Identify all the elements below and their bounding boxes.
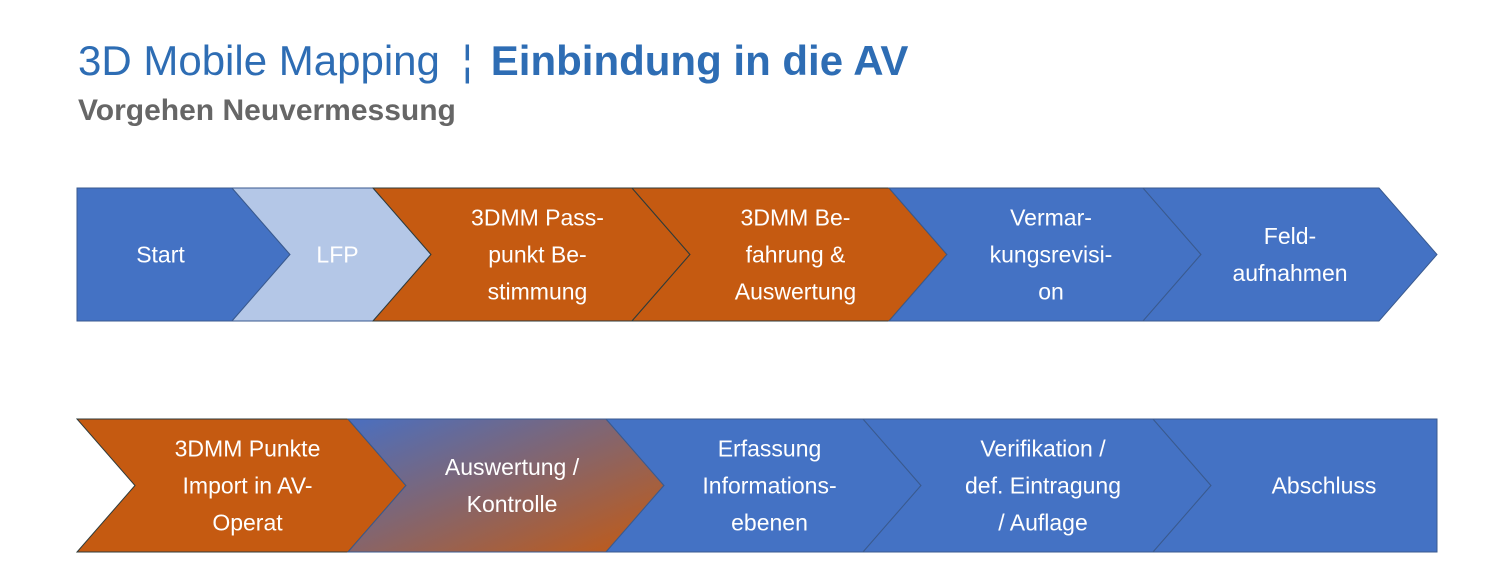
process-step-label: Verifikation / def. Eintragung / Auflage <box>965 436 1121 536</box>
page-title: 3D Mobile Mapping ¦ Einbindung in die AV <box>78 34 908 88</box>
process-step-label-line: Vermar- <box>1010 205 1092 231</box>
process-step-label-line: Import in AV- <box>183 473 313 499</box>
process-step-label-line: Auswertung <box>735 279 856 305</box>
process-step-label-line: Erfassung <box>718 436 822 462</box>
process-step-label: Vermar-kungsrevisi-on <box>990 205 1113 305</box>
title-separator: ¦ <box>461 37 473 84</box>
process-step-label-line: LFP <box>316 242 358 268</box>
process-step-label: Feld-aufnahmen <box>1232 223 1347 286</box>
process-step-shape <box>1151 418 1438 553</box>
process-step-label-line: kungsrevisi- <box>990 242 1113 268</box>
process-step-label-line: 3DMM Pass- <box>471 205 604 231</box>
process-step-label-line: Verifikation / <box>980 436 1106 462</box>
process-step-label: 3DMM Be-fahrung & Auswertung <box>735 205 856 305</box>
title-main: 3D Mobile Mapping <box>78 37 440 84</box>
process-step-label: Abschluss <box>1272 473 1377 499</box>
process-step-label-line: Operat <box>212 510 283 536</box>
process-step-label-line: ebenen <box>731 510 808 536</box>
page-subtitle: Vorgehen Neuvermessung <box>78 94 456 127</box>
title-bold: Einbindung in die AV <box>490 37 909 84</box>
process-step-label-line: aufnahmen <box>1232 260 1347 286</box>
process-step-label-line: Auswertung / <box>445 454 580 480</box>
process-step-label: Start <box>136 242 185 268</box>
process-step-label-line: Informations- <box>702 473 836 499</box>
process-step-label: 3DMM Pass-punkt Be-stimmung <box>471 205 604 305</box>
process-step-label-line: / Auflage <box>998 510 1088 536</box>
process-step-label-line: 3DMM Punkte <box>175 436 321 462</box>
process-step-label-line: def. Eintragung <box>965 473 1121 499</box>
process-step-label-line: Start <box>136 242 185 268</box>
process-step-label: Auswertung / Kontrolle <box>445 454 580 517</box>
process-step-label-line: punkt Be- <box>488 242 586 268</box>
process-step-label-line: Abschluss <box>1272 473 1377 499</box>
process-step-label: LFP <box>316 242 358 268</box>
process-step-label-line: Kontrolle <box>467 491 558 517</box>
process-step-label-line: 3DMM Be- <box>741 205 851 231</box>
process-step-label-line: Feld- <box>1264 223 1316 249</box>
process-step-label-line: on <box>1038 279 1064 305</box>
process-step-label-line: stimmung <box>488 279 588 305</box>
process-step-shape <box>1141 187 1438 322</box>
process-step-label-line: fahrung & <box>746 242 846 268</box>
